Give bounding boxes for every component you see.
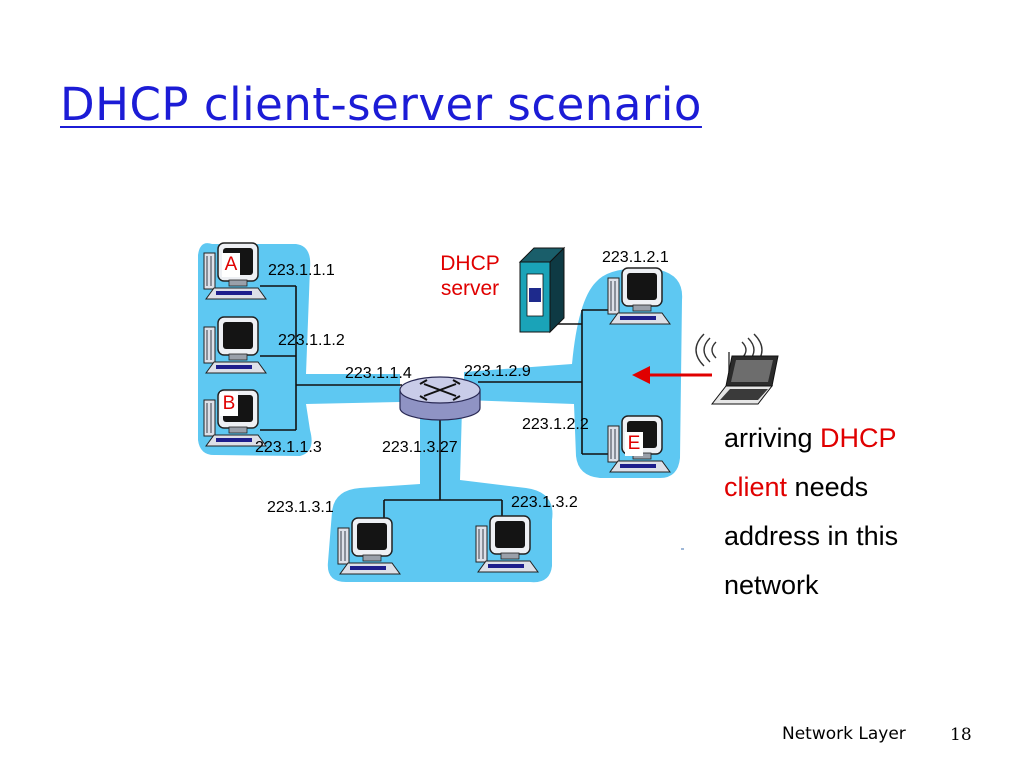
dhcp-server-label: DHCP server (424, 251, 516, 301)
host-e-label: E (625, 432, 643, 456)
host-b-label: B (220, 392, 238, 416)
dhcp-server-label-line1: DHCP (440, 252, 500, 275)
arriving-laptop-icon (695, 333, 779, 405)
ip-label-router-left: 223.1.1.4 (345, 365, 412, 382)
ip-label-host-e: 223.1.2.2 (522, 416, 589, 433)
description-word-dhcp: DHCP (820, 423, 897, 453)
ip-label-router-bottom: 223.1.3.27 (382, 439, 458, 456)
host-a-label: A (222, 253, 240, 277)
dhcp-server-icon (518, 246, 566, 334)
network-links (260, 285, 612, 530)
ip-label-host-2: 223.1.1.2 (278, 332, 345, 349)
description-line-3: address in this (724, 521, 899, 551)
ip-label-server-subnet-host: 223.1.2.1 (602, 249, 669, 266)
description-line-4: network (724, 570, 819, 600)
description-text: arriving DHCP client needs address in th… (724, 414, 964, 610)
ip-label-host-b: 223.1.1.3 (255, 439, 322, 456)
ip-label-router-right: 223.1.2.9 (464, 363, 531, 380)
footer-page-number: 18 (950, 725, 972, 745)
footer-section-name: Network Layer (782, 724, 906, 744)
description-word-needs: needs (794, 472, 869, 502)
dhcp-server-label-line2: server (440, 277, 500, 300)
slide-title: DHCP client-server scenario (60, 78, 702, 131)
ip-label-bottom-right-host: 223.1.3.2 (511, 494, 578, 511)
description-word-arriving: arriving (724, 423, 813, 453)
description-line-1: arriving DHCP (724, 414, 964, 463)
ip-label-host-a: 223.1.1.1 (268, 262, 335, 279)
description-line-2: client needs (724, 463, 964, 512)
description-word-client: client (724, 472, 788, 502)
router-icon (399, 376, 481, 421)
arrival-arrow (632, 366, 712, 384)
ip-label-bottom-left-host: 223.1.3.1 (267, 499, 334, 516)
